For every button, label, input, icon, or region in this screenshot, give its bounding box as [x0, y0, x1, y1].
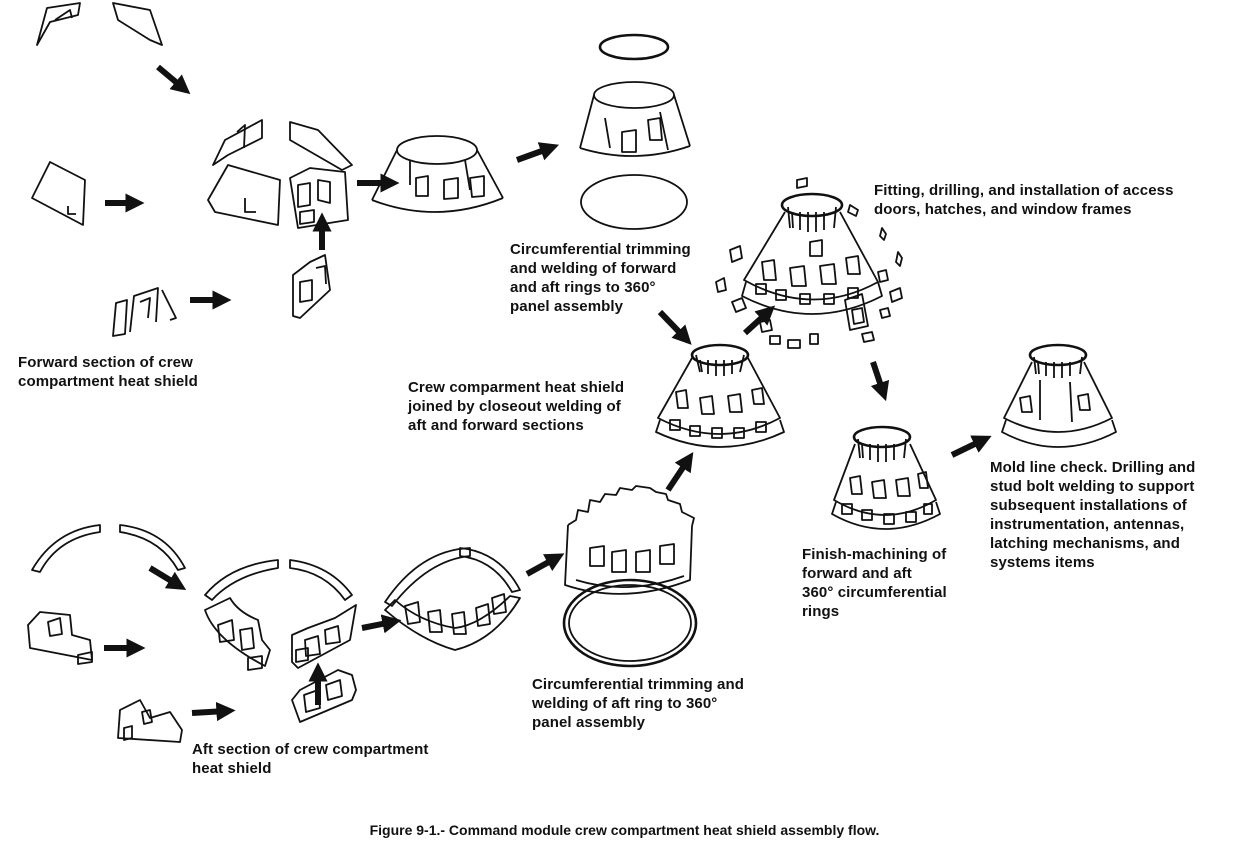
joined-heat-shield: [655, 343, 785, 448]
forward-360-panel-assembly: [371, 135, 504, 213]
label-circumferential-trim-aft: Circumferential trimming and welding of …: [532, 676, 745, 731]
final-heat-shield: [1001, 343, 1117, 448]
aft-panel-pieces-top: [31, 524, 186, 573]
aft-panel-insert: [291, 669, 357, 723]
arrow-360-to-trimming: [515, 142, 560, 163]
forward-panel-piece-left: [31, 161, 86, 226]
forward-cone-trimmed: [579, 81, 691, 157]
aft-trimmed-cone: [564, 485, 695, 595]
forward-panel-pieces-small: [112, 287, 177, 337]
aft-panels-aligned: [204, 559, 357, 671]
finish-machined-heat-shield: [831, 425, 941, 530]
label-circumferential-trim-forward: Circumferential trimming and welding of …: [510, 241, 691, 315]
label-crew-joined: Crew comparment heat shield joined by cl…: [408, 379, 625, 434]
arrow-forward-top-to-assembly: [156, 64, 191, 95]
label-forward-section: Forward section of crew compartment heat…: [18, 354, 198, 390]
aft-panel-piece-left: [27, 611, 93, 665]
aft-panel-piece-small: [117, 699, 183, 743]
forward-ring-top: [598, 33, 670, 61]
figure-caption: Figure 9-1.- Command module crew compart…: [369, 822, 880, 838]
forward-panel-insert: [292, 254, 331, 319]
heat-shield-with-doors: [741, 192, 883, 315]
label-aft-section: Aft section of crew compartment heat shi…: [192, 741, 429, 777]
arrow-aft360-to-trim: [525, 553, 565, 577]
arrow-aft-trim-to-joined: [665, 452, 694, 492]
forward-panel-pieces-top: [36, 2, 163, 46]
aft-ring: [562, 578, 698, 668]
flow-arrows: [104, 64, 992, 722]
forward-panels-aligned: [207, 119, 353, 229]
aft-360-panel-assembly: [384, 547, 521, 651]
arrow-fitting-down: [870, 361, 890, 402]
label-mold-line-check: Mold line check. Drilling and stud bolt …: [990, 459, 1196, 571]
aft-ring-disc: [580, 174, 688, 230]
label-finish-machining: Finish-machining of forward and aft 360°…: [802, 546, 947, 620]
arrow-trim-to-joined: [657, 309, 692, 345]
arrow-aft-small-to-assembly: [191, 701, 236, 722]
arrow-aft-to-360: [361, 614, 402, 634]
arrow-aft-top-to-assembly: [148, 565, 187, 590]
arrow-joined-to-fitting: [742, 305, 776, 336]
arrow-finish-to-mold: [950, 435, 992, 458]
label-fitting-drilling: Fitting, drilling, and installation of a…: [874, 182, 1174, 218]
access-doors-hatches-window-frames: [715, 177, 903, 349]
